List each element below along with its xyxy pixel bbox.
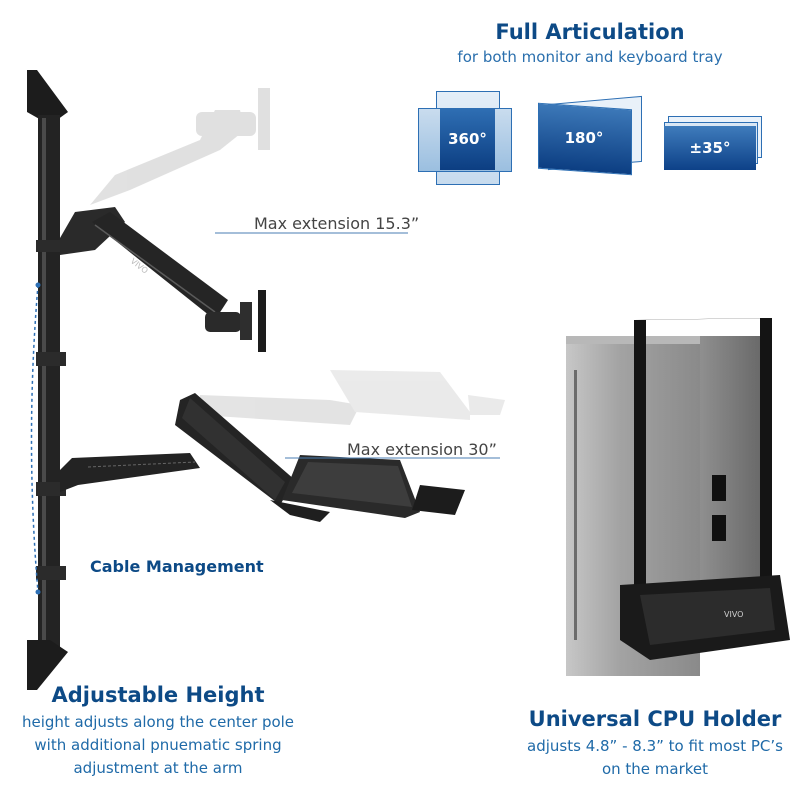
height-line: height adjusts along the center pole — [21, 713, 295, 731]
ghost-keyboard-tray — [200, 370, 505, 425]
brand-logo-holder: VIVO — [724, 610, 743, 619]
ghost-monitor-arm — [90, 88, 270, 205]
keyboard-tray — [282, 455, 465, 518]
cable-management-label: Cable Management — [90, 557, 264, 576]
monitor-extension-label: Max extension 15.3” — [254, 214, 420, 233]
articulation-subtitle: for both monitor and keyboard tray — [457, 48, 723, 66]
height-line: adjustment at the arm — [73, 759, 243, 777]
keyboard-arm — [60, 393, 330, 522]
rotation-360-label: 360° — [440, 108, 495, 170]
cpu-holder: VIVO — [620, 318, 790, 660]
cpu-line: on the market — [601, 760, 709, 778]
rotation-180-label: 180° — [564, 129, 604, 147]
cpu-title: Universal CPU Holder — [528, 707, 782, 731]
height-description: height adjusts along the center pole wit… — [0, 711, 316, 780]
articulation-title: Full Articulation — [495, 20, 685, 44]
cpu-line: adjusts 4.8” - 8.3” to fit most PC’s — [527, 737, 783, 755]
height-title: Adjustable Height — [51, 683, 265, 707]
rotation-tilt-label: ±35° — [664, 126, 756, 170]
monitor-arm: VIVO — [60, 207, 266, 352]
cpu-description: adjusts 4.8” - 8.3” to fit most PC’s on … — [510, 735, 800, 781]
wall-pole — [27, 70, 68, 690]
height-line: with additional pnuematic spring — [34, 736, 282, 754]
tray-extension-label: Max extension 30” — [347, 440, 497, 459]
